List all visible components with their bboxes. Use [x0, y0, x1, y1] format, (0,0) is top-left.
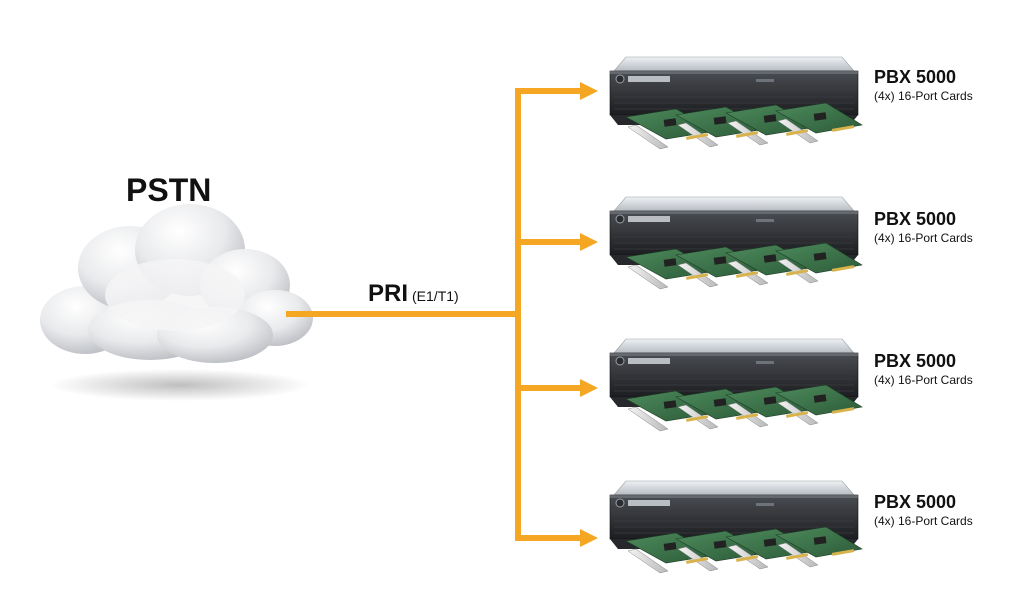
server-title: PBX 5000	[874, 209, 957, 229]
server-subtitle: (4x) 16-Port Cards	[874, 373, 973, 387]
arrow-right-icon	[580, 529, 598, 547]
cloud-shadow	[50, 369, 310, 401]
arrow-right-icon	[580, 82, 598, 100]
server-title: PBX 5000	[874, 67, 957, 87]
server-title: PBX 5000	[874, 492, 957, 512]
server-rack-icon	[609, 38, 863, 150]
pstn-cloud	[40, 204, 313, 401]
server-1	[609, 38, 863, 150]
cloud-icon	[40, 204, 313, 363]
server-title: PBX 5000	[874, 351, 957, 371]
server-subtitle: (4x) 16-Port Cards	[874, 231, 973, 245]
server-rack-icon	[609, 462, 863, 574]
server-label-1: PBX 5000 (4x) 16-Port Cards	[874, 66, 973, 104]
pstn-label: PSTN	[126, 172, 212, 208]
server-label-3: PBX 5000 (4x) 16-Port Cards	[874, 350, 973, 388]
pri-sublabel: (E1/T1)	[412, 288, 459, 304]
server-rack-icon	[609, 178, 863, 290]
server-rack-icon	[609, 320, 863, 432]
server-4	[609, 462, 863, 574]
server-3	[609, 320, 863, 432]
arrow-right-icon	[580, 379, 598, 397]
server-subtitle: (4x) 16-Port Cards	[874, 89, 973, 103]
server-subtitle: (4x) 16-Port Cards	[874, 514, 973, 528]
pri-connections	[286, 82, 598, 547]
server-label-4: PBX 5000 (4x) 16-Port Cards	[874, 491, 973, 529]
server-2	[609, 178, 863, 290]
pri-label: PRI	[368, 280, 409, 307]
arrow-right-icon	[580, 233, 598, 251]
server-label-2: PBX 5000 (4x) 16-Port Cards	[874, 208, 973, 246]
pri-label-group: PRI(E1/T1)	[368, 280, 459, 308]
